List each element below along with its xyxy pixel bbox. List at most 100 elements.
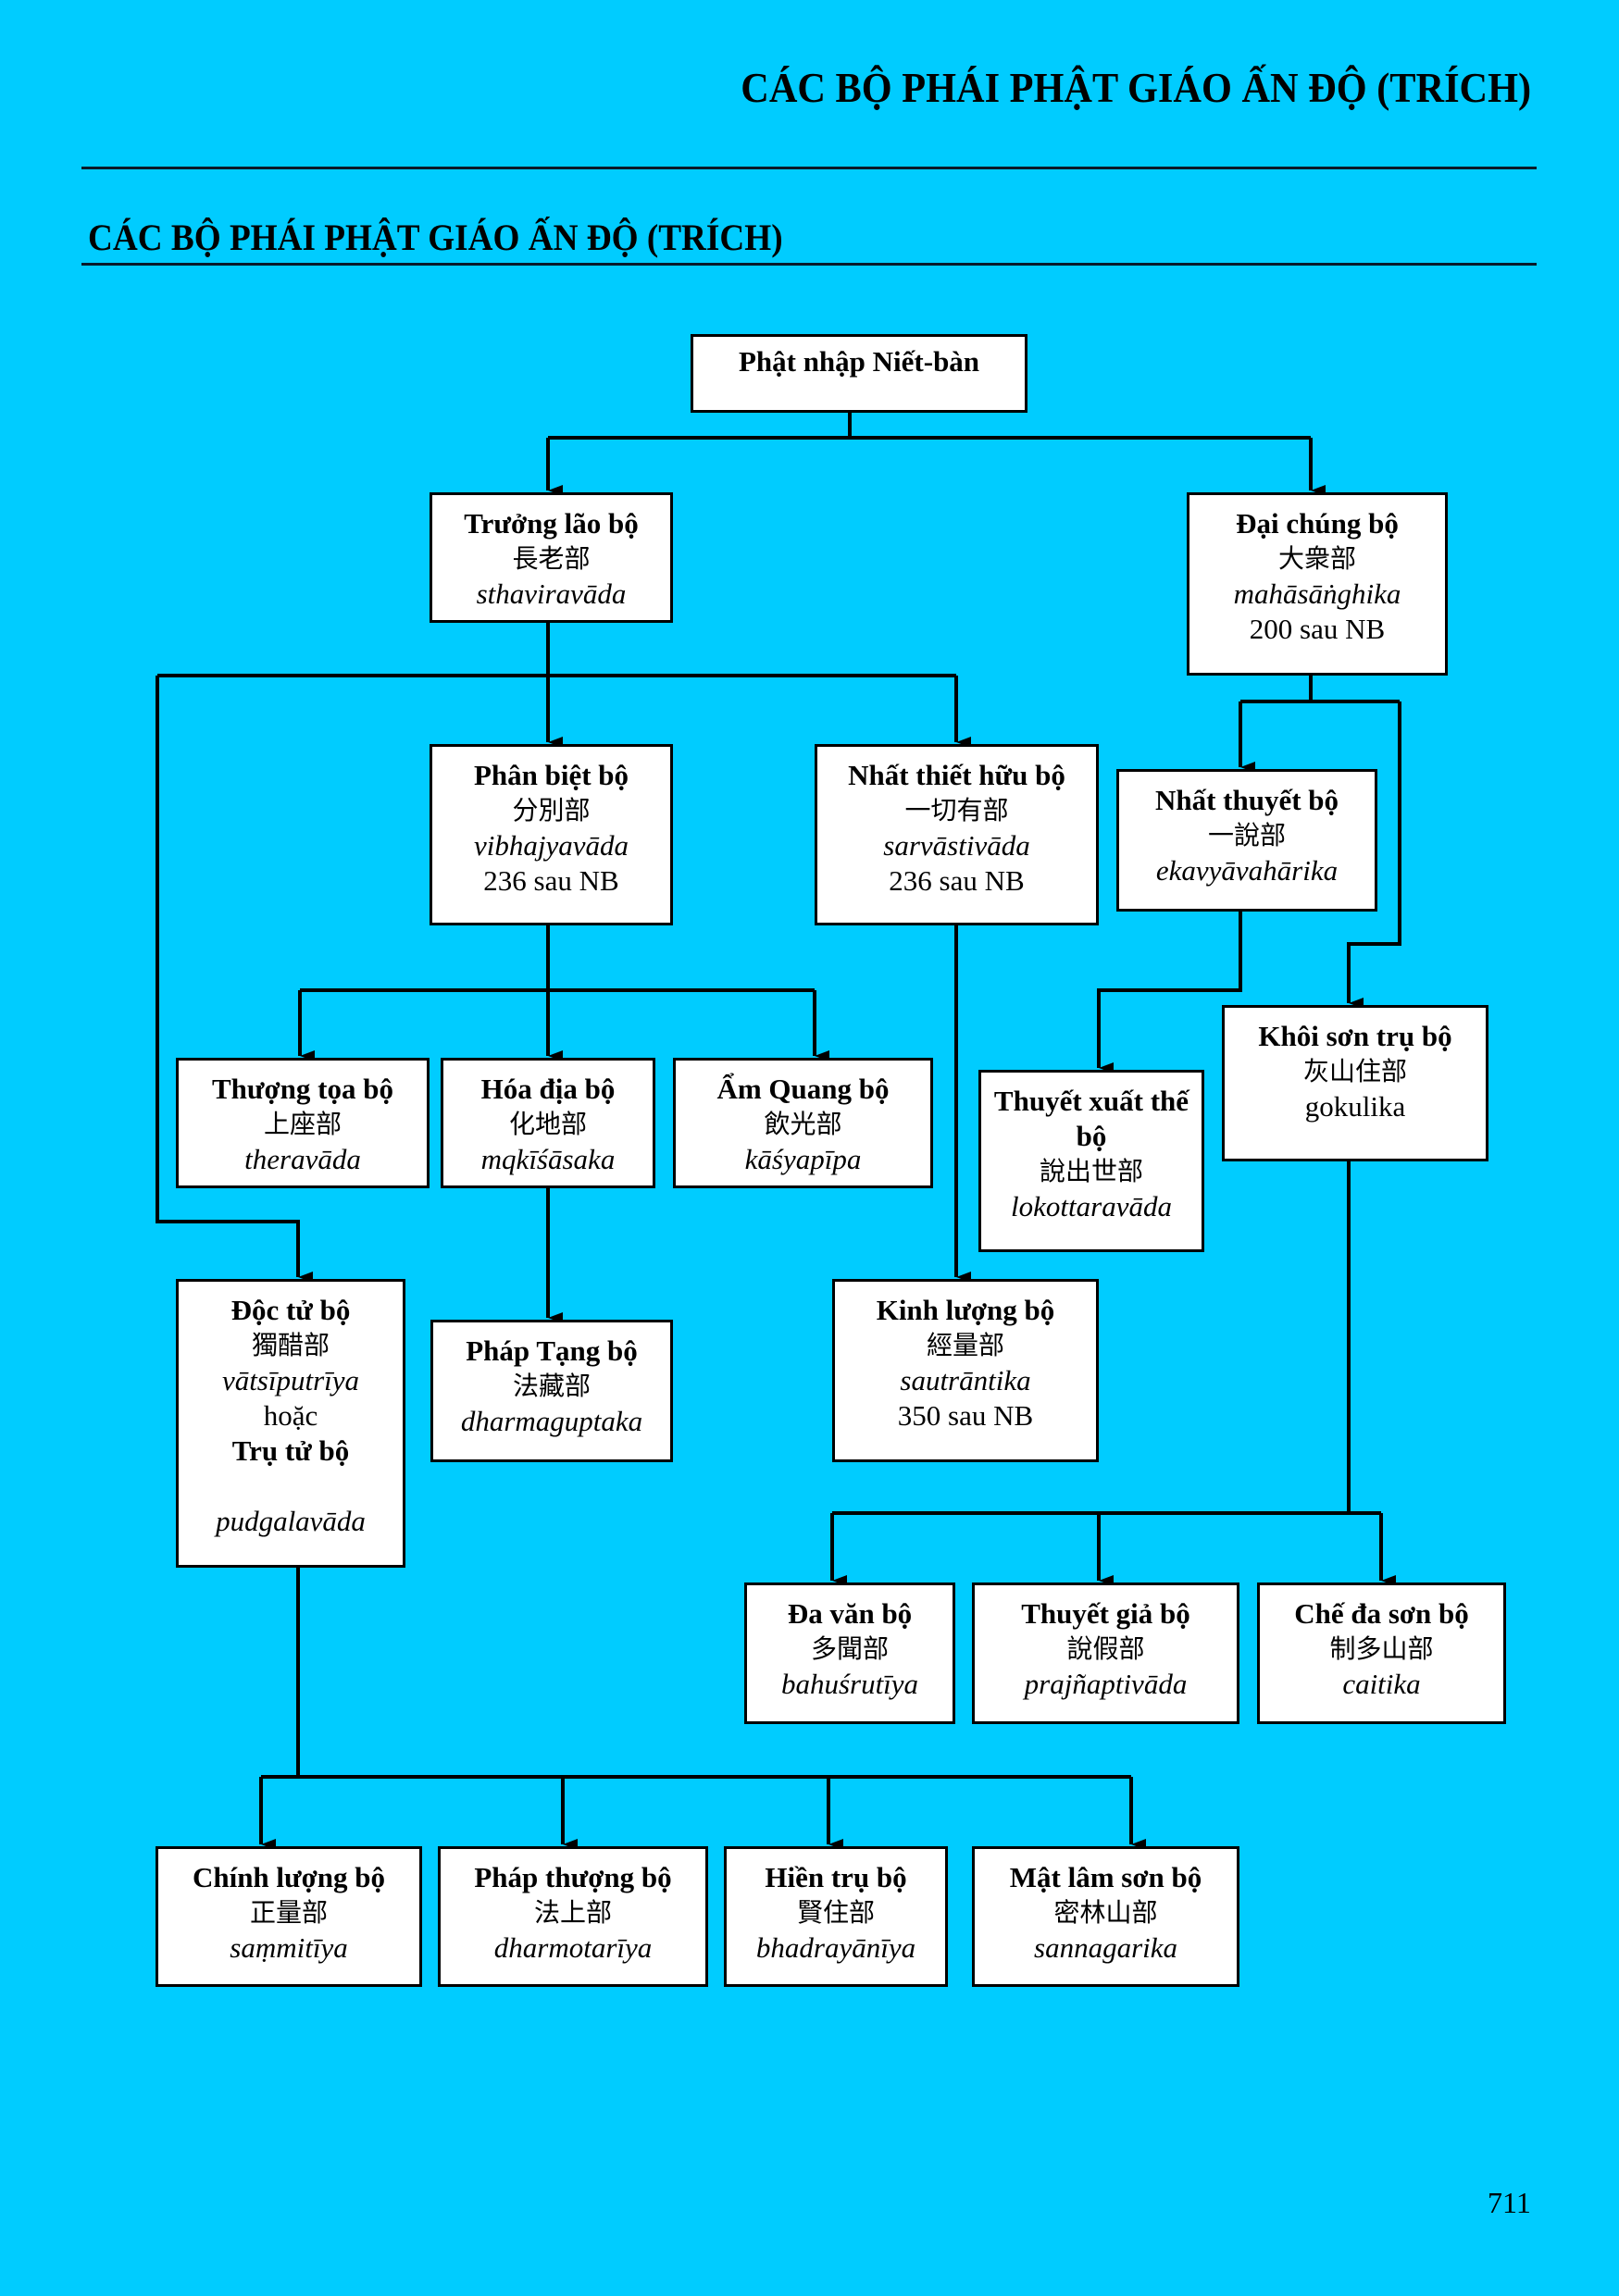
- edge-root-branches: [548, 413, 1311, 440]
- edge-khoi-son-bus: [832, 1161, 1381, 1515]
- node-thuyet-gia-bo: Thuyết giả bộ 說假部 prajñaptivāda: [972, 1582, 1239, 1724]
- node-date-label: 200 sau NB: [1249, 613, 1386, 645]
- edge-truong-lao-bus: [157, 623, 956, 677]
- node-vn-label: Khôi sơn trụ bộ: [1258, 1020, 1452, 1052]
- node-vn-label: Chế đa sơn bộ: [1294, 1597, 1469, 1630]
- node-sk-label: sthaviravāda: [476, 577, 627, 610]
- node-thuyet-xuat-the-bo: Thuyết xuất thế bộ 說出世部 lokottaravāda: [978, 1070, 1204, 1252]
- node-vn-label: Đại chúng bộ: [1236, 507, 1399, 540]
- node-zh-label: 一說部: [1207, 820, 1286, 850]
- node-vn-label: Kinh lượng bộ: [876, 1294, 1055, 1326]
- edge-dai-chung-khoi-son: [1347, 701, 1401, 1009]
- node-vn-label: Hóa địa bộ: [480, 1073, 616, 1105]
- node-truong-lao-bo: Trưởng lão bộ 長老部 sthaviravāda: [430, 492, 673, 623]
- node-phat-nhap-niet-ban: Phật nhập Niết-bàn: [691, 334, 1027, 413]
- node-zh-label: 一切有部: [904, 795, 1009, 825]
- node-sk-label: mqkīśāsaka: [480, 1143, 616, 1175]
- node-vn-label: Pháp thượng bộ: [474, 1861, 672, 1893]
- node-zh-label: 大衆部: [1277, 543, 1356, 574]
- node-thuong-toa-bo: Thượng tọa bộ 上座部 theravāda: [176, 1058, 430, 1188]
- node-vn-label: Trưởng lão bộ: [464, 507, 639, 540]
- node-sk-label: sarvāstivāda: [883, 829, 1030, 862]
- node-zh-label: 上座部: [263, 1109, 342, 1139]
- node-zh-label: 多聞部: [810, 1633, 889, 1664]
- node-vn-label: Pháp Tạng bộ: [466, 1334, 638, 1367]
- node-mat-lam-son-bo: Mật lâm sơn bộ 密林山部 sannagarika: [972, 1846, 1239, 1987]
- header-rule: [81, 167, 1537, 169]
- page-number: 711: [1488, 2186, 1531, 2219]
- node-vn-label: Chính lượng bộ: [192, 1861, 386, 1893]
- node-vn-label: Nhất thuyết bộ: [1154, 784, 1339, 816]
- section-title-rule: [81, 263, 1537, 266]
- running-header-title: CÁC BỘ PHÁI PHẬT GIÁO ẤN ĐỘ (TRÍCH): [741, 64, 1531, 111]
- node-doc-tu-bo: Độc tử bộ 獨醋部 vātsīputrīya hoặc Trụ tử b…: [176, 1279, 405, 1568]
- node-sk2-label: pudgalavāda: [216, 1505, 366, 1537]
- edge-phan-biet-bus: [300, 925, 815, 992]
- node-hoa-dia-bo: Hóa địa bộ 化地部 mqkīśāsaka: [441, 1058, 655, 1188]
- node-sk-label: prajñaptivāda: [1024, 1668, 1188, 1700]
- node-sk-label: saṃmitīya: [230, 1931, 348, 1964]
- node-zh-label: 賢住部: [796, 1897, 875, 1928]
- node-zh-label: 說出世部: [1039, 1156, 1143, 1186]
- edge-doc-tu-bus: [261, 1568, 1131, 1779]
- node-kinh-luong-bo: Kinh lượng bộ 經量部 sautrāntika 350 sau NB: [832, 1279, 1099, 1462]
- node-sk-label: bhadrayānīya: [755, 1931, 916, 1964]
- node-sk-label: theravāda: [244, 1143, 361, 1175]
- node-sk-label: mahāsāṅghika: [1233, 577, 1401, 610]
- node-zh-label: 法藏部: [512, 1371, 591, 1401]
- edge-truong-lao-doc-tu: [156, 676, 313, 1283]
- node-hien-tru-bo: Hiền trụ bộ 賢住部 bhadrayānīya: [724, 1846, 948, 1987]
- node-sk-label: vātsīputrīya: [221, 1364, 360, 1396]
- node-vn-label: Phân biệt bộ: [473, 759, 629, 791]
- node-zh-label: 說假部: [1066, 1633, 1145, 1664]
- node-zh-label: 灰山住部: [1302, 1056, 1407, 1086]
- node-chinh-luong-bo: Chính lượng bộ 正量部 saṃmitīya: [156, 1846, 422, 1987]
- node-vn-label: Thuyết giả bộ: [1021, 1597, 1190, 1630]
- node-nhat-thuyet-bo: Nhất thuyết bộ 一說部 ekavyāvahārika: [1116, 769, 1377, 912]
- node-vn-label: Phật nhập Niết-bàn: [738, 345, 980, 378]
- node-vn-label: Thượng tọa bộ: [212, 1073, 393, 1105]
- node-sk-label: sannagarika: [1034, 1931, 1177, 1964]
- node-date-label: 236 sau NB: [889, 864, 1025, 897]
- node-alt-label: hoặc: [263, 1399, 318, 1432]
- node-phan-biet-bo: Phân biệt bộ 分別部 vibhajyavāda 236 sau NB: [430, 744, 673, 925]
- node-vn-label: Độc tử bộ: [230, 1294, 351, 1326]
- node-vn-label: Đa văn bộ: [787, 1597, 913, 1630]
- node-phap-tang-bo: Pháp Tạng bộ 法藏部 dharmaguptaka: [430, 1320, 673, 1462]
- node-vn-label: Nhất thiết hữu bộ: [848, 759, 1065, 791]
- node-sk-label: sautrāntika: [900, 1364, 1031, 1396]
- node-dai-chung-bo: Đại chúng bộ 大衆部 mahāsāṅghika 200 sau NB: [1187, 492, 1448, 676]
- edge-nhat-thuyet-thuyet-xuat-the: [1097, 912, 1242, 1074]
- node-che-da-son-bo: Chế đa sơn bộ 制多山部 caitika: [1257, 1582, 1506, 1724]
- node-vn-label: Ẩm Quang bộ: [716, 1073, 890, 1105]
- node-zh-label: 密林山部: [1053, 1897, 1158, 1928]
- node-sk-label: dharmotarīya: [493, 1931, 653, 1964]
- node-zh-label: 分別部: [512, 795, 591, 825]
- node-sk-label: bahuśrutīya: [780, 1668, 919, 1700]
- node-zh-label: 正量部: [249, 1897, 328, 1928]
- node-sk-label: dharmaguptaka: [460, 1405, 643, 1437]
- edge-dai-chung-bus: [1240, 676, 1400, 703]
- node-spacer: [179, 1469, 403, 1504]
- node-zh-label: 獨醋部: [251, 1330, 330, 1360]
- node-sk-label: gokulika: [1304, 1090, 1406, 1123]
- node-vn-label: Thuyết xuất thế bộ: [993, 1085, 1189, 1152]
- node-khoi-son-tru-bo: Khôi sơn trụ bộ 灰山住部 gokulika: [1222, 1005, 1488, 1161]
- node-nhat-thiet-huu-bo: Nhất thiết hữu bộ 一切有部 sarvāstivāda 236 …: [815, 744, 1099, 925]
- node-vn-label: Mật lâm sơn bộ: [1009, 1861, 1202, 1893]
- node-date-label: 350 sau NB: [897, 1399, 1034, 1432]
- node-zh-label: 化地部: [508, 1109, 587, 1139]
- node-da-van-bo: Đa văn bộ 多聞部 bahuśrutīya: [744, 1582, 955, 1724]
- node-zh-label: 法上部: [533, 1897, 612, 1928]
- node-sk-label: kāśyapīpa: [744, 1143, 862, 1175]
- section-title: CÁC BỘ PHÁI PHẬT GIÁO ẤN ĐỘ (TRÍCH): [88, 217, 783, 258]
- node-zh-label: 飲光部: [764, 1109, 842, 1139]
- node-sk-label: caitika: [1342, 1668, 1421, 1700]
- node-phap-thuong-bo: Pháp thượng bộ 法上部 dharmotarīya: [438, 1846, 708, 1987]
- node-zh-label: 經量部: [926, 1330, 1004, 1360]
- node-sk-label: vibhajyavāda: [473, 829, 629, 862]
- node-vn2-label: Trụ tử bộ: [231, 1434, 350, 1467]
- node-zh-label: 長老部: [512, 543, 591, 574]
- node-sk-label: lokottaravāda: [1011, 1190, 1172, 1222]
